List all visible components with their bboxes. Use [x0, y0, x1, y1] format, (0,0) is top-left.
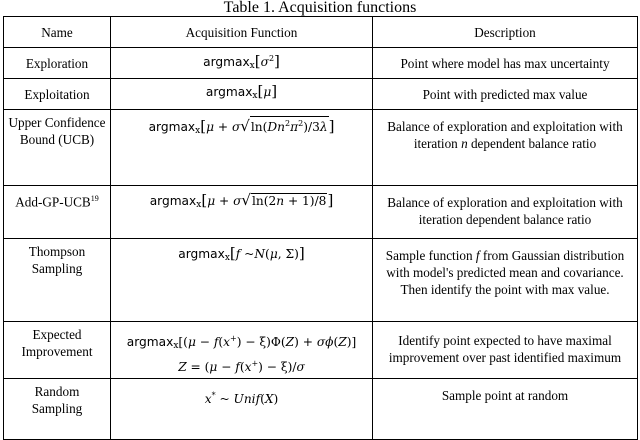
header-row: Name Acquisition Function Description	[3, 16, 638, 48]
row-name: Upper Confidence Bound (UCB)	[3, 109, 111, 186]
row-function: argmaxx[σ2]	[110, 47, 373, 79]
row-description: Point where model has max uncertainty	[372, 47, 638, 79]
table-caption: Table 1. Acquisition functions	[223, 0, 417, 16]
header-name: Name	[3, 16, 111, 48]
row-description: Identify point expected to have maximal …	[372, 320, 638, 380]
table-row: Thompson Sampling argmaxx[f ~N(μ, Σ)] Sa…	[3, 238, 638, 322]
header-acquisition-function: Acquisition Function	[110, 16, 373, 48]
row-description: Balance of exploration and exploitation …	[372, 185, 638, 239]
row-function: argmaxx[μ]	[110, 78, 373, 110]
row-name: Thompson Sampling	[3, 238, 111, 322]
row-description: Balance of exploration and exploitation …	[372, 109, 638, 186]
table-row: Upper Confidence Bound (UCB) argmaxx[μ +…	[3, 109, 638, 186]
row-function: x* ~ Unif(X)	[110, 378, 373, 440]
table-row: Exploration argmaxx[σ2] Point where mode…	[3, 47, 638, 79]
row-description: Sample function f from Gaussian distribu…	[372, 238, 638, 322]
row-name: Expected Improvement	[3, 320, 111, 380]
header-description: Description	[372, 16, 638, 48]
table-row: Expected Improvement argmaxx[(μ − f(x+) …	[3, 320, 638, 380]
row-function: argmaxx[μ + σ√ln(Dn2π2)/3λ]	[110, 109, 373, 186]
row-function: argmaxx[f ~N(μ, Σ)]	[110, 238, 373, 322]
row-function: argmaxx[μ + σ√ln(2n + 1)/8]	[110, 185, 373, 239]
table-row: Random Sampling x* ~ Unif(X) Sample poin…	[3, 378, 638, 440]
row-description: Point with predicted max value	[372, 78, 638, 110]
row-name: Random Sampling	[3, 378, 111, 440]
row-name: Add-GP-UCB19	[3, 185, 111, 239]
row-name: Exploitation	[3, 78, 111, 110]
row-description: Sample point at random	[372, 378, 638, 440]
table-row: Add-GP-UCB19 argmaxx[μ + σ√ln(2n + 1)/8]…	[3, 185, 638, 239]
reference-superscript: 19	[90, 194, 99, 203]
row-name: Exploration	[3, 47, 111, 79]
row-function: argmaxx[(μ − f(x+) − ξ)Φ(Z) + σϕ(Z)]Z = …	[110, 320, 373, 380]
acquisition-functions-table: Name Acquisition Function Description Ex…	[3, 16, 638, 440]
table-row: Exploitation argmaxx[μ] Point with predi…	[3, 78, 638, 110]
